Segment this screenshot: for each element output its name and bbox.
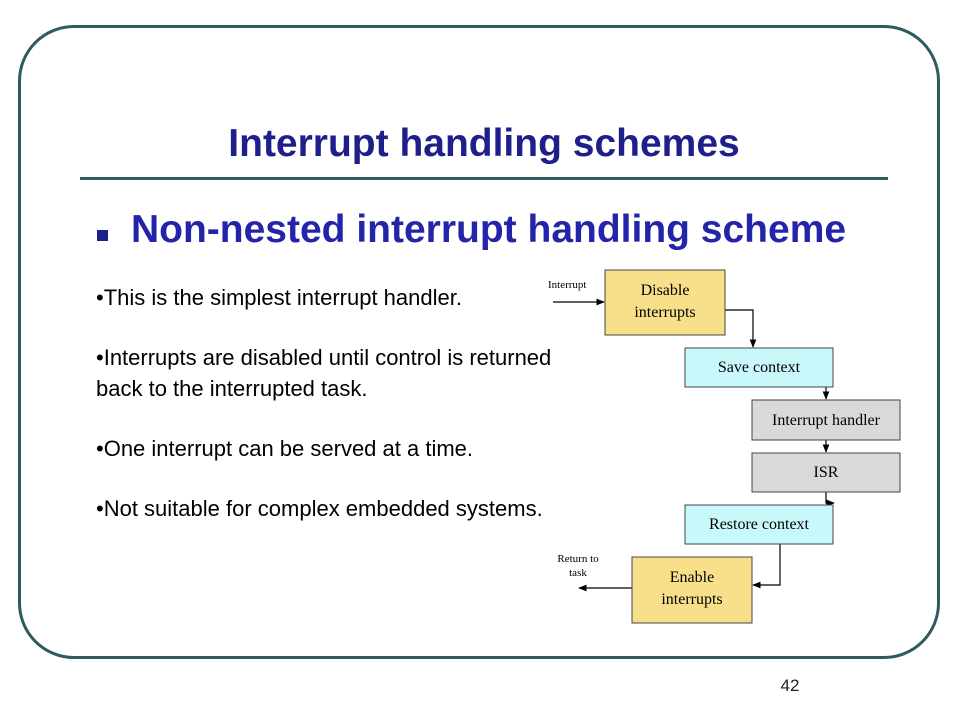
slide-title: Interrupt handling schemes	[228, 122, 740, 165]
flow-arrow	[825, 492, 835, 507]
entry-label: Interrupt	[548, 279, 586, 291]
step-label: Enable	[670, 569, 714, 586]
page-number: 42	[780, 676, 800, 695]
exit-label: task	[569, 567, 587, 579]
exit-label: Return to	[557, 553, 599, 565]
step-label: interrupts	[634, 304, 695, 321]
step-label: ISR	[814, 464, 839, 481]
slide-frame	[18, 25, 940, 659]
flow-arrow	[725, 309, 757, 348]
bullet-point: •This is the simplest interrupt handler.	[96, 285, 462, 310]
step-label: Restore context	[709, 516, 810, 533]
slide-subtitle: Non-nested interrupt handling scheme	[131, 208, 847, 251]
step-label: interrupts	[661, 591, 722, 608]
bullet-point: •Not suitable for complex embedded syste…	[96, 496, 543, 521]
step-box-isr	[751, 452, 901, 493]
square-bullet-icon	[97, 230, 108, 241]
step-label: Interrupt handler	[772, 412, 881, 429]
bullet-point: •Interrupts are disabled until control i…	[96, 345, 552, 401]
flow-arrow	[752, 544, 781, 589]
bullet-point: •One interrupt can be served at a time.	[96, 436, 474, 461]
step-box-interrupt-handler	[751, 399, 901, 441]
step-box-save-context	[684, 347, 834, 388]
step-box-disable-interrupts	[604, 269, 726, 336]
step-box-enable-interrupts	[631, 556, 753, 624]
step-box-restore-context	[684, 504, 834, 545]
step-label: Save context	[718, 359, 801, 376]
bullet-points: •This is the simplest interrupt handler.…	[96, 282, 556, 553]
step-label: Disable	[641, 282, 690, 299]
title-underline	[80, 177, 888, 180]
